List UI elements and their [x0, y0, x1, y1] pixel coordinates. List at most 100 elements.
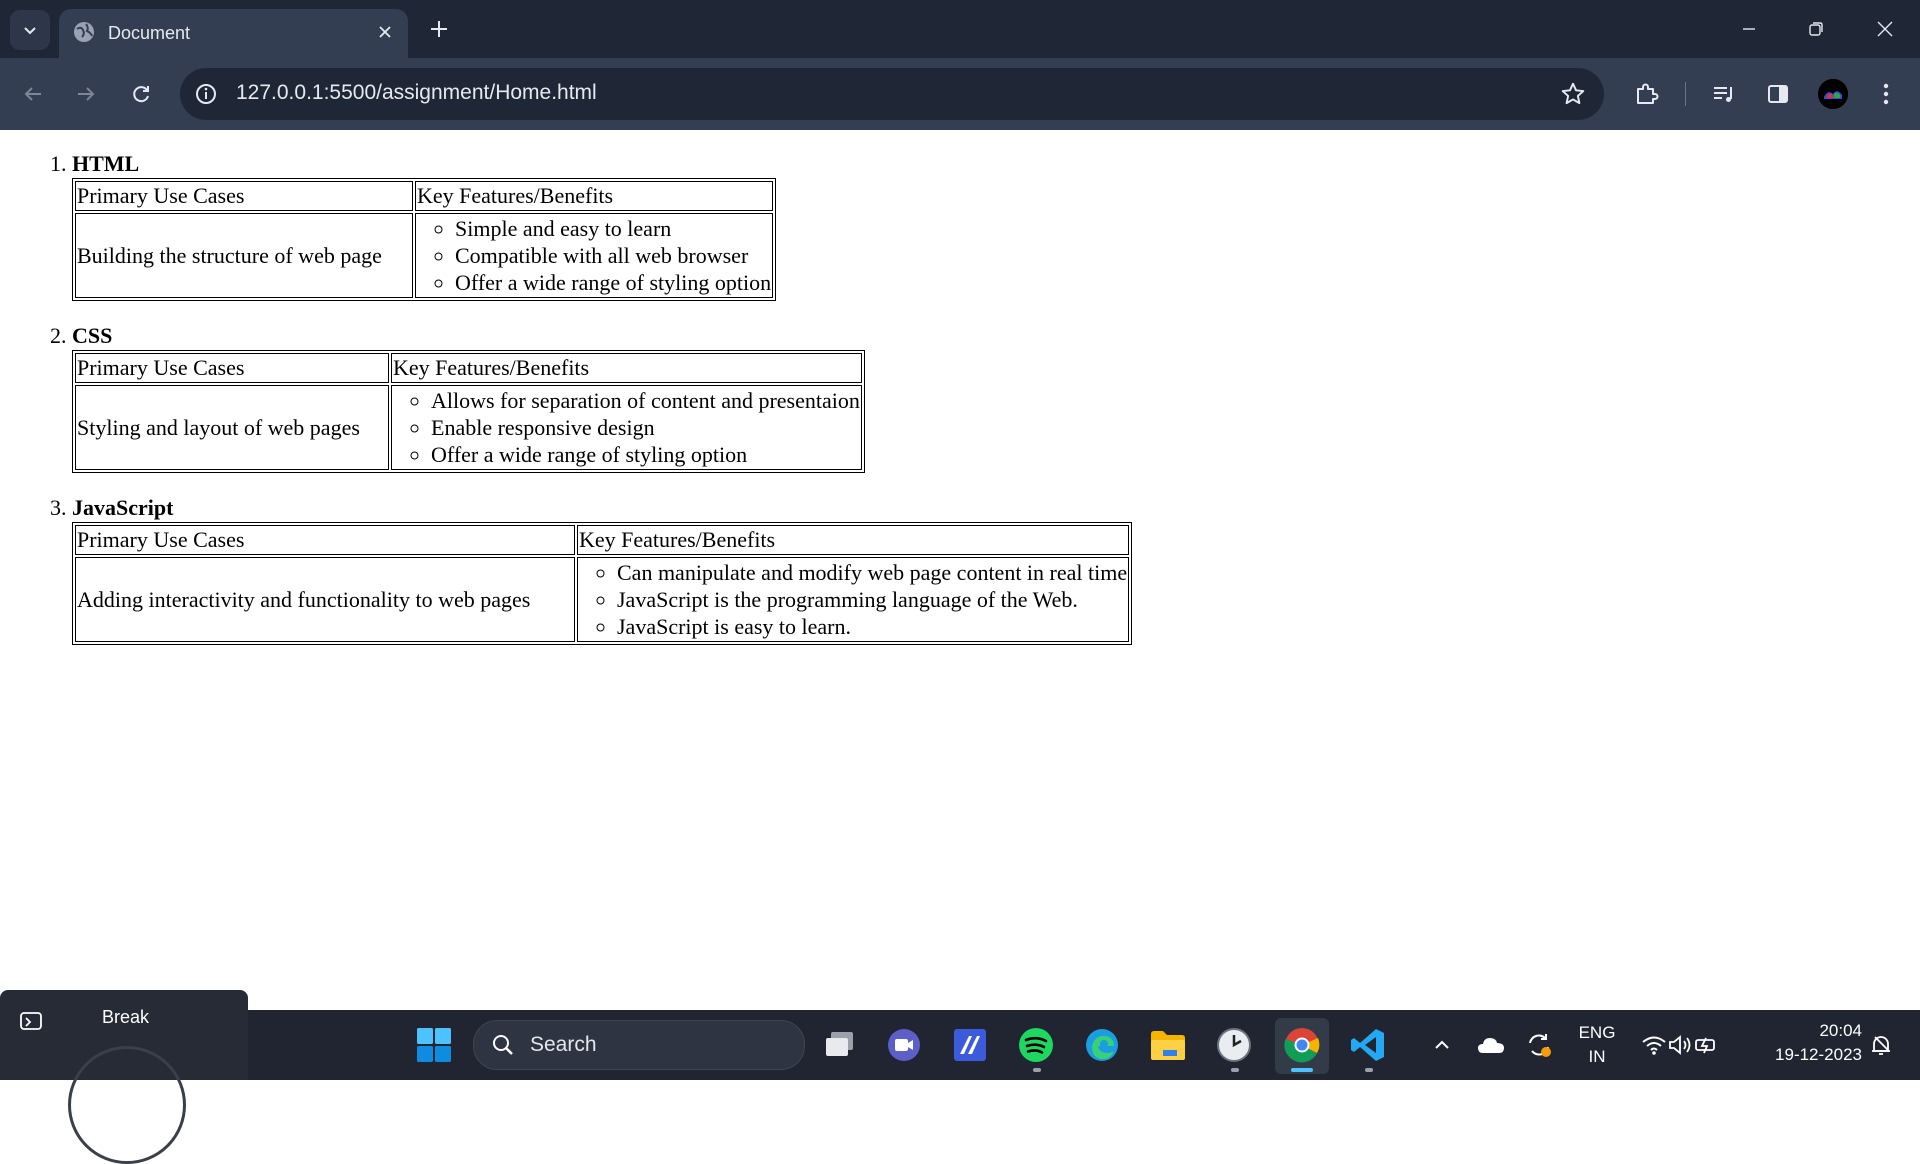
reload-icon	[133, 86, 149, 103]
header-use-cases: Primary Use Cases	[75, 353, 389, 383]
taskbar-app-file-explorer[interactable]	[1146, 1023, 1190, 1067]
taskbar-app-edge[interactable]	[1080, 1023, 1124, 1067]
network-volume-battery-button[interactable]	[1630, 1023, 1730, 1067]
taskbar-app-clock[interactable]	[1212, 1023, 1256, 1067]
list-item: Simple and easy to learn	[455, 215, 771, 242]
vscode-icon	[1351, 1029, 1384, 1061]
table-header-row: Primary Use Cases Key Features/Benefits	[75, 525, 1130, 555]
language-name: HTML	[72, 151, 140, 176]
folder-icon	[1151, 1031, 1185, 1060]
forward-button[interactable]	[66, 74, 106, 114]
language-name: CSS	[72, 323, 113, 348]
input-region[interactable]: IN	[1588, 1047, 1606, 1066]
table-header-row: Primary Use Cases Key Features/Benefits	[75, 181, 774, 211]
language-item-css: CSS Primary Use Cases Key Features/Benef…	[72, 323, 1132, 473]
edge-icon	[1086, 1029, 1118, 1061]
window-close-button[interactable]	[1850, 0, 1920, 58]
list-item: Can manipulate and modify web page conte…	[617, 559, 1127, 586]
feature-list: Simple and easy to learn Compatible with…	[417, 215, 771, 296]
list-item: Enable responsive design	[431, 414, 860, 441]
show-hidden-icons-button[interactable]	[1420, 1023, 1464, 1067]
taskbar-app-editor[interactable]	[948, 1023, 992, 1067]
running-indicator	[1365, 1068, 1373, 1072]
sync-status-button[interactable]	[1517, 1023, 1561, 1067]
arrow-left-icon	[24, 87, 41, 101]
feature-list: Allows for separation of content and pre…	[393, 387, 860, 468]
taskbar-search[interactable]: Search	[473, 1020, 805, 1070]
video-chat-icon	[888, 1029, 920, 1061]
star-icon[interactable]	[1560, 81, 1586, 107]
language-item-javascript: JavaScript Primary Use Cases Key Feature…	[72, 495, 1133, 645]
url-text[interactable]: 127.0.0.1:5500/assignment/Home.html	[236, 81, 597, 104]
active-indicator	[1291, 1068, 1313, 1072]
break-label: Break	[102, 1007, 150, 1027]
tab-close-button[interactable]	[372, 19, 398, 45]
feature-list: Can manipulate and modify web page conte…	[579, 559, 1127, 640]
notifications-button[interactable]	[1866, 1023, 1896, 1067]
browser-menu-button[interactable]	[1868, 76, 1904, 112]
language-table: Primary Use Cases Key Features/Benefits …	[72, 522, 1133, 645]
table-row: Styling and layout of web pages Allows f…	[75, 385, 862, 470]
extensions-button[interactable]	[1628, 76, 1664, 112]
profile-avatar[interactable]	[1818, 79, 1848, 109]
volume-icon	[1669, 1035, 1691, 1055]
playlist-icon	[1714, 87, 1732, 102]
table-row: Adding interactivity and functionality t…	[75, 557, 1130, 642]
input-language[interactable]: ENG	[1578, 1023, 1616, 1042]
header-use-cases: Primary Use Cases	[75, 181, 413, 211]
table-row: Building the structure of web page Simpl…	[75, 213, 774, 298]
features-cell: Can manipulate and modify web page conte…	[577, 557, 1130, 642]
info-icon[interactable]	[194, 82, 218, 106]
address-bar[interactable]: 127.0.0.1:5500/assignment/Home.html	[180, 68, 1604, 120]
tab-search-button[interactable]	[10, 10, 50, 50]
list-item: JavaScript is the programming language o…	[617, 586, 1127, 613]
break-progress-ring	[68, 1046, 186, 1164]
features-cell: Allows for separation of content and pre…	[391, 385, 862, 470]
break-icon	[20, 1012, 42, 1030]
notification-bell-icon	[1872, 1036, 1890, 1055]
battery-charging-icon	[1695, 1037, 1715, 1054]
chevron-down-icon	[24, 27, 36, 35]
restore-icon	[1809, 22, 1823, 36]
language-table: Primary Use Cases Key Features/Benefits …	[72, 178, 777, 301]
chrome-icon	[1284, 1028, 1320, 1063]
chevron-up-icon	[1435, 1040, 1449, 1049]
reload-button[interactable]	[121, 74, 161, 114]
restore-button[interactable]	[1781, 0, 1851, 58]
side-panel-button[interactable]	[1760, 76, 1796, 112]
taskbar-app-spotify[interactable]	[1014, 1023, 1058, 1067]
taskbar-app-vscode[interactable]	[1346, 1023, 1390, 1067]
taskbar-app-chrome[interactable]	[1280, 1023, 1324, 1067]
tab-title: Document	[108, 23, 191, 43]
search-icon	[493, 1035, 513, 1055]
start-button[interactable]	[412, 1023, 456, 1067]
break-widget[interactable]: Break	[0, 990, 248, 1164]
header-features: Key Features/Benefits	[391, 353, 862, 383]
use-case-cell: Styling and layout of web pages	[75, 385, 389, 470]
arrow-right-icon	[78, 87, 95, 101]
list-item: Compatible with all web browser	[455, 242, 771, 269]
new-tab-button[interactable]	[423, 13, 455, 45]
toolbar-separator	[1685, 82, 1686, 106]
task-view-button[interactable]	[818, 1023, 862, 1067]
close-icon	[1877, 21, 1893, 37]
clock-date[interactable]: 19-12-2023	[1775, 1045, 1862, 1064]
task-view-icon	[826, 1032, 853, 1056]
side-panel-icon	[1768, 85, 1788, 103]
clock-time[interactable]: 20:04	[1819, 1021, 1862, 1040]
media-controls-button[interactable]	[1706, 76, 1742, 112]
tab-strip: Document	[0, 0, 1920, 58]
back-button[interactable]	[13, 74, 53, 114]
cloud-icon	[1478, 1038, 1504, 1053]
minimize-button[interactable]	[1714, 0, 1784, 58]
language-table: Primary Use Cases Key Features/Benefits …	[72, 350, 865, 473]
language-list: HTML Primary Use Cases Key Features/Bene…	[0, 151, 1133, 667]
running-indicator	[1231, 1068, 1239, 1072]
tab-document[interactable]: Document	[59, 9, 408, 58]
table-header-row: Primary Use Cases Key Features/Benefits	[75, 353, 862, 383]
sync-icon	[1529, 1034, 1551, 1057]
search-placeholder: Search	[530, 1033, 597, 1056]
taskbar-app-chat[interactable]	[882, 1023, 926, 1067]
onedrive-button[interactable]	[1469, 1023, 1513, 1067]
list-item: Offer a wide range of styling option	[431, 441, 860, 468]
